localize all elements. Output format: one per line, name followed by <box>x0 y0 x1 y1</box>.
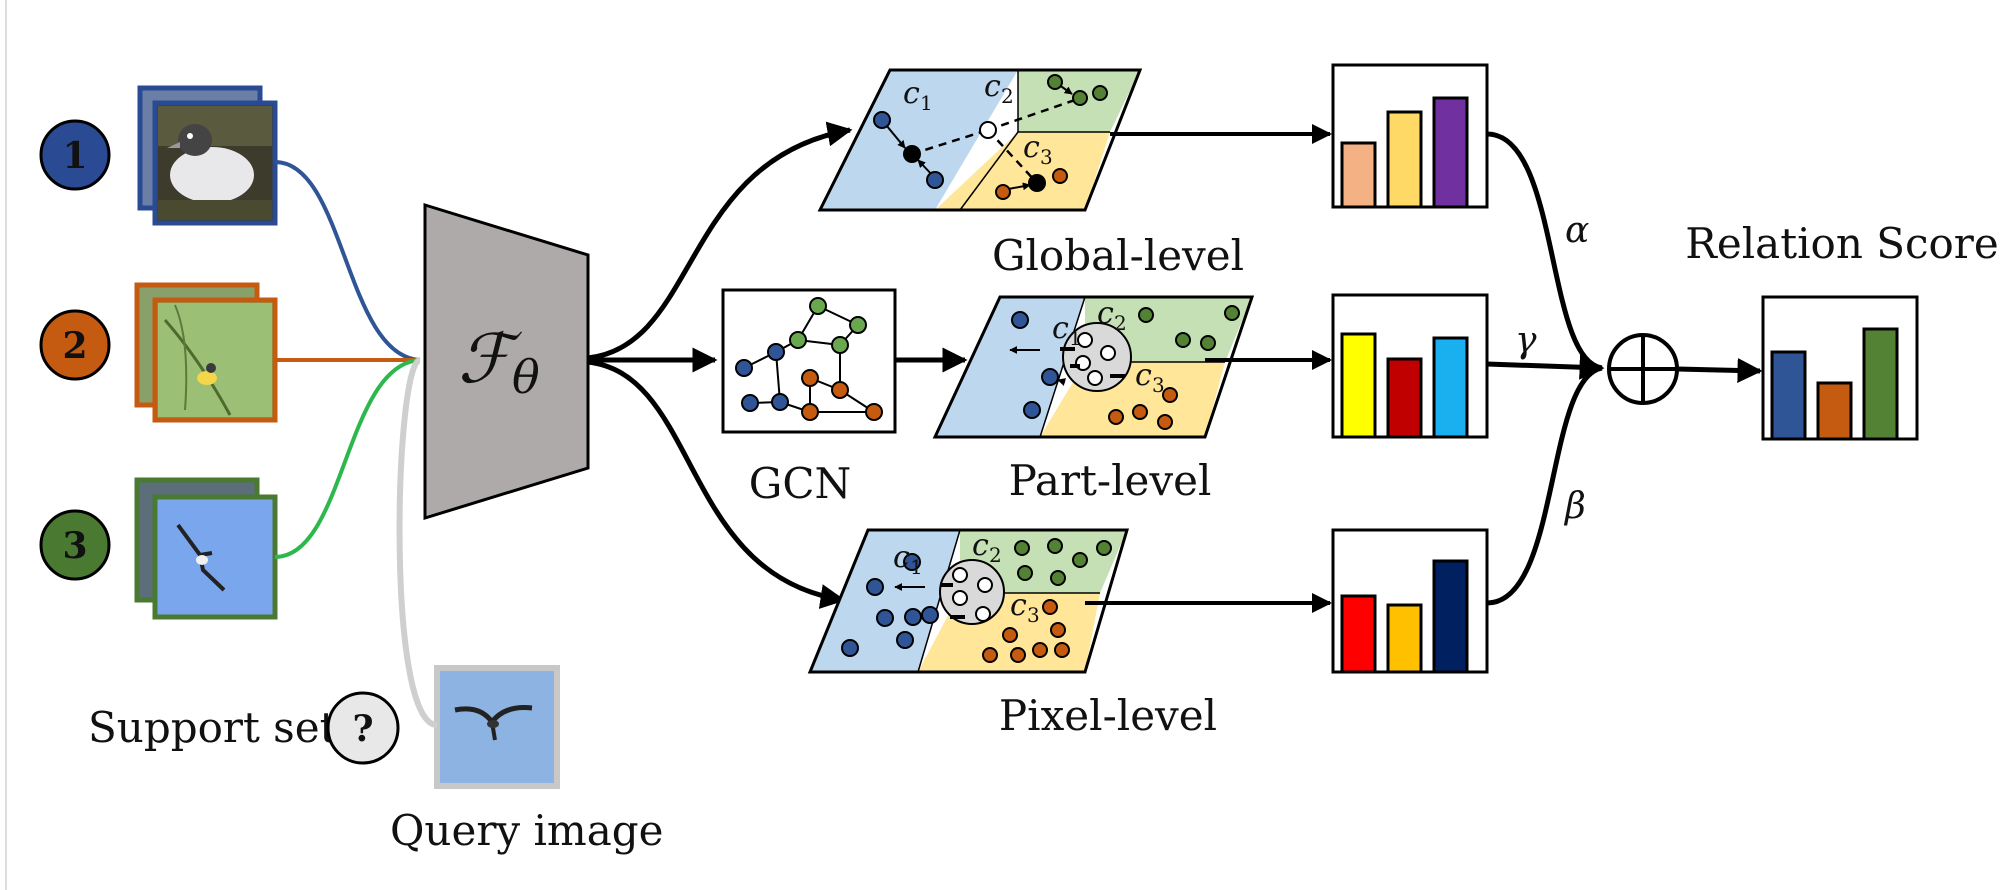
pixel-c3-label: c <box>1010 588 1027 623</box>
global-score-chart <box>1331 63 1489 209</box>
global-c2-label: c <box>984 69 1001 104</box>
relation-bar-3 <box>1862 327 1899 441</box>
part-c1-sub: 1 <box>1069 326 1082 350</box>
pixel-bar-2 <box>1386 603 1423 674</box>
pixel-to-fusion <box>1486 365 1603 606</box>
gcn-label: GCN <box>749 459 851 508</box>
part-bar-2 <box>1386 357 1423 439</box>
alpha-weight: α <box>1565 210 1589 251</box>
encoder-subscript: θ <box>512 350 540 404</box>
global-level-panel <box>817 68 1143 212</box>
class-3-front-image <box>152 494 278 620</box>
part-c3-sub: 3 <box>1152 373 1165 397</box>
fusion-sum-icon <box>1607 333 1679 405</box>
class-1-front-image <box>152 100 278 226</box>
part-c2-label: c <box>1097 296 1114 331</box>
part-c1-label: c <box>1052 311 1069 346</box>
class-1-link <box>274 160 421 362</box>
global-c1-sub: 1 <box>920 91 933 115</box>
part-c3-label: c <box>1135 358 1152 393</box>
pixel-level-label: Pixel-level <box>999 691 1217 740</box>
query-image <box>434 665 560 789</box>
feature-encoder <box>423 202 590 521</box>
pixel-c2-label: c <box>972 528 989 563</box>
class-3-badge <box>39 509 111 581</box>
gcn-graph <box>721 288 897 434</box>
part-bar-3 <box>1432 336 1469 439</box>
pixel-bar-3 <box>1432 559 1469 674</box>
query-link <box>396 357 438 728</box>
pixel-c1-sub: 1 <box>910 555 923 579</box>
part-level-label: Part-level <box>1009 456 1212 505</box>
part-to-fusion <box>1486 354 1605 380</box>
global-c3-sub: 3 <box>1040 145 1053 169</box>
query-image-label: Query image <box>390 806 664 855</box>
class-1-number: 1 <box>62 135 87 177</box>
global-to-fusion <box>1486 131 1603 371</box>
pixel-c2-sub: 2 <box>989 543 1002 567</box>
relation-bar-2 <box>1816 381 1853 441</box>
support-set-label: Support set <box>88 703 337 752</box>
pixel-level-panel <box>807 528 1130 674</box>
global-c2-sub: 2 <box>1001 84 1014 108</box>
arrow-fusion-to-relation <box>1676 357 1763 383</box>
pixel-bar-1 <box>1340 594 1377 674</box>
global-bar-1 <box>1340 141 1377 209</box>
global-level-label: Global-level <box>992 231 1244 280</box>
class-3-link <box>274 358 421 559</box>
part-level-panel <box>932 295 1255 439</box>
part-score-chart <box>1331 293 1489 439</box>
arrow-to-global <box>587 121 853 361</box>
part-c2-sub: 2 <box>1114 311 1127 335</box>
relation-score-chart <box>1761 295 1919 441</box>
support-class-2: 2 <box>39 282 278 423</box>
pixel-score-chart <box>1331 528 1489 674</box>
arrow-to-pixel <box>587 359 846 609</box>
class-2-badge <box>39 309 111 381</box>
gamma-weight: γ <box>1515 320 1537 361</box>
relation-score-label: Relation Score <box>1685 219 1998 268</box>
global-c1-label: c <box>903 76 920 111</box>
support-class-3: 3 <box>39 477 278 620</box>
query-symbol: ? <box>352 708 373 750</box>
relation-bar-1 <box>1770 350 1807 441</box>
class-2-number: 2 <box>62 325 87 367</box>
beta-weight: β <box>1563 486 1586 527</box>
global-bar-3 <box>1432 96 1469 209</box>
global-c3-label: c <box>1023 130 1040 165</box>
pixel-c1-label: c <box>893 540 910 575</box>
part-bar-1 <box>1340 332 1377 439</box>
class-3-number: 3 <box>62 525 87 567</box>
support-class-1: 1 <box>39 85 278 226</box>
class-1-badge <box>39 119 111 191</box>
global-bar-2 <box>1386 110 1423 209</box>
query-symbol-badge <box>326 691 400 765</box>
pixel-c3-sub: 3 <box>1027 603 1040 627</box>
class-2-front-image <box>152 297 278 423</box>
